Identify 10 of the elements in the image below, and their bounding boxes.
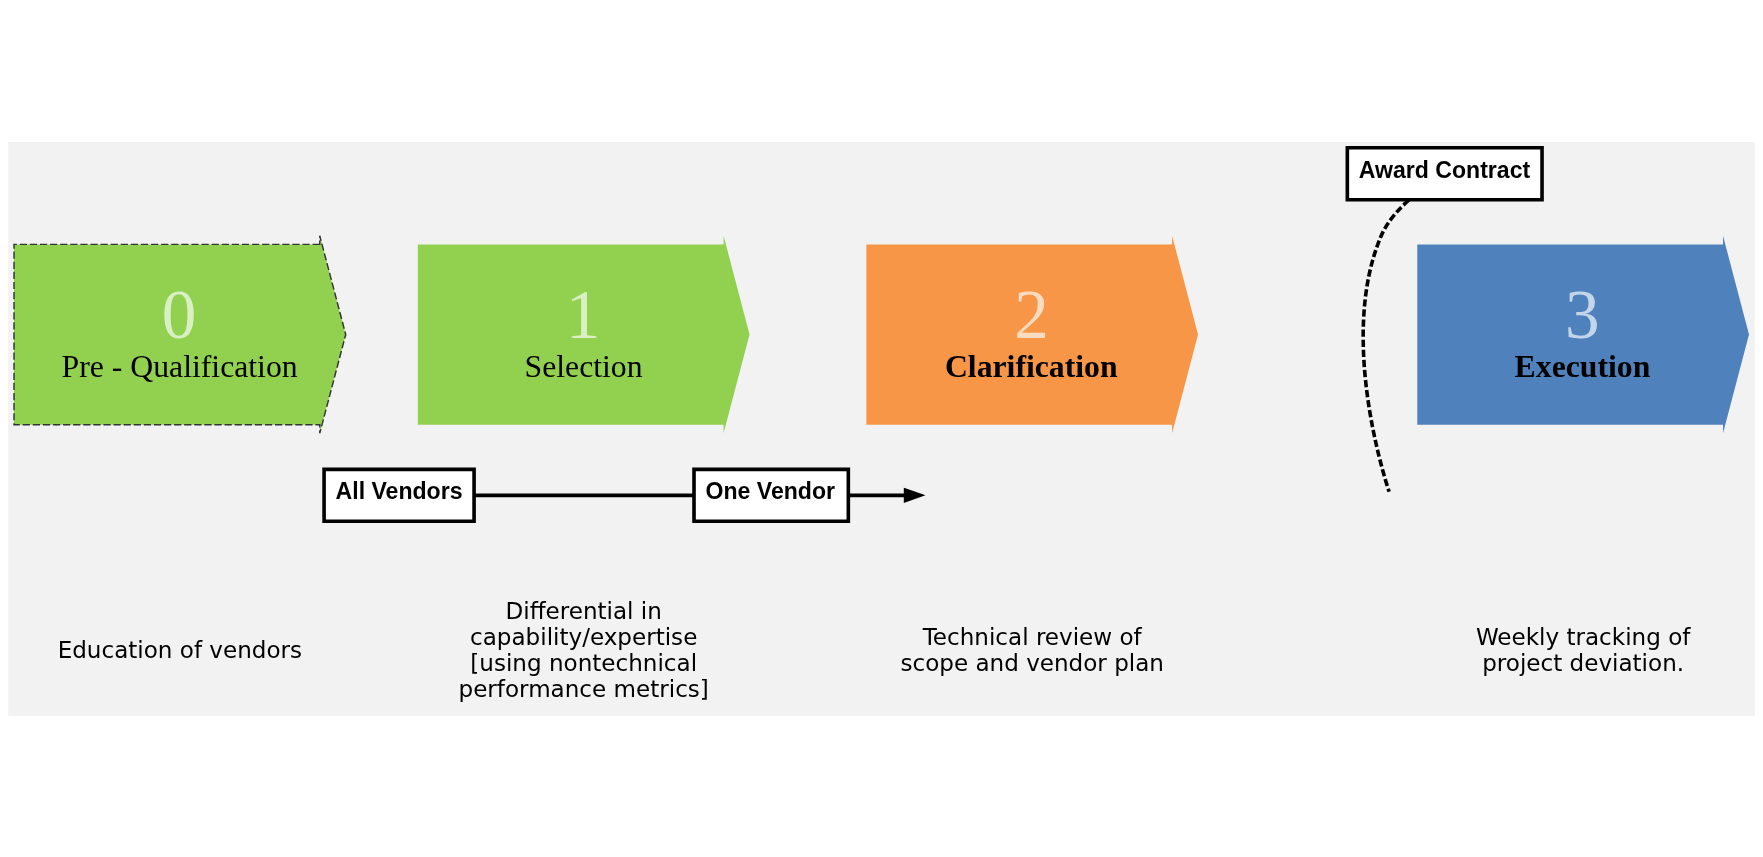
connector (474, 493, 694, 497)
node-box: All Vendors (322, 467, 476, 523)
label: Weekly tracking of project deviation. (1475, 623, 1691, 676)
arrow (848, 487, 926, 503)
label: Technical review of scope and vendor plan (900, 623, 1164, 676)
node-box: One Vendor (692, 467, 851, 523)
label: Education of vendors (57, 636, 303, 663)
connector (1361, 198, 1410, 492)
label: Differential in capability/expertise [using nontechnical performance metrics] (458, 597, 709, 702)
node-box: Award Contract (1345, 145, 1544, 201)
